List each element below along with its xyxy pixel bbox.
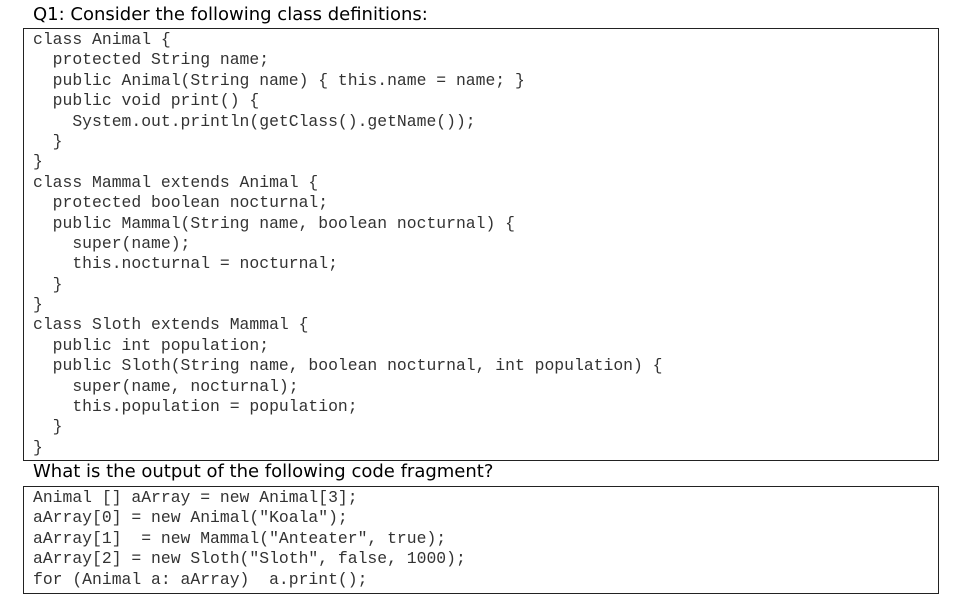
code-line: } [33, 417, 63, 437]
code-line: public int population; [33, 335, 270, 355]
code-fragment-box: Animal [] aArray = new Animal[3];aArray[… [23, 486, 939, 594]
question-prompt: What is the output of the following code… [33, 461, 494, 482]
code-line: aArray[2] = new Sloth("Sloth", false, 10… [33, 549, 466, 569]
code-line: this.nocturnal = nocturnal; [33, 254, 338, 274]
code-line: } [33, 295, 43, 315]
question-title: Q1: Consider the following class definit… [33, 4, 428, 25]
code-line: } [33, 152, 43, 172]
code-line: class Mammal extends Animal { [33, 172, 319, 192]
code-line: } [33, 131, 63, 151]
code-line: protected boolean nocturnal; [33, 193, 329, 213]
code-line: class Sloth extends Mammal { [33, 315, 309, 335]
code-line: aArray[1] = new Mammal("Anteater", true)… [33, 528, 447, 548]
code-line: class Animal { [33, 30, 171, 49]
code-line: public Mammal(String name, boolean noctu… [33, 213, 515, 233]
class-definitions-code-box: class Animal { protected String name; pu… [23, 28, 939, 461]
code-line: } [33, 437, 43, 457]
code-line: public Sloth(String name, boolean noctur… [33, 356, 663, 376]
code-line: for (Animal a: aArray) a.print(); [33, 569, 368, 589]
code-line: aArray[0] = new Animal("Koala"); [33, 508, 348, 528]
code-line: public Animal(String name) { this.name =… [33, 70, 525, 90]
code-line: protected String name; [33, 50, 270, 70]
code-line: super(name, nocturnal); [33, 376, 299, 396]
code-line: } [33, 274, 63, 294]
code-line: super(name); [33, 233, 191, 253]
code-line: Animal [] aArray = new Animal[3]; [33, 488, 358, 507]
code-line: this.population = population; [33, 397, 358, 417]
code-line: public void print() { [33, 91, 260, 111]
code-line: System.out.println(getClass().getName())… [33, 111, 476, 131]
